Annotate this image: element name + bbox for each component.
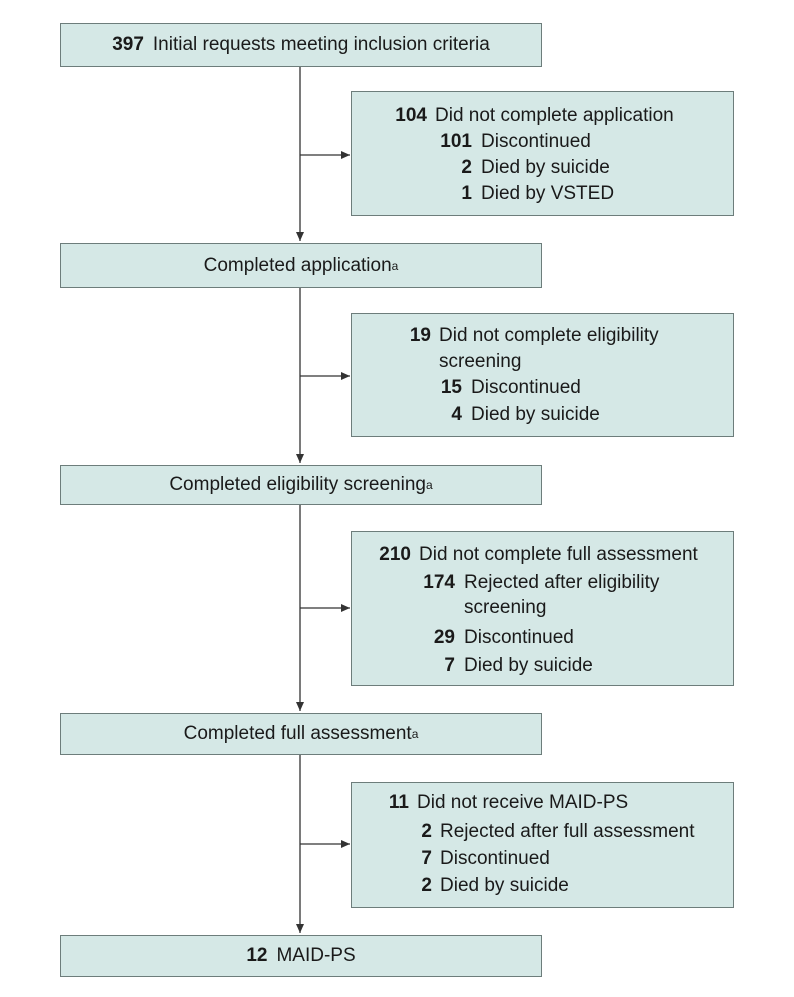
exclusion-box-maid: 11 Did not receive MAID-PS 2 Rejected af…: [351, 782, 734, 908]
exclusion-head-cont: screening: [352, 349, 735, 375]
exclusion-head: 11 Did not receive MAID-PS: [352, 790, 735, 816]
exclusion-label: Did not receive MAID-PS: [417, 792, 629, 813]
exclusion-item-count: 101: [440, 131, 472, 152]
exclusion-item-label: Rejected after eligibility: [464, 572, 660, 593]
exclusion-item-count: 7: [444, 655, 455, 676]
exclusion-item-label: Died by suicide: [440, 875, 569, 896]
start-box: 397 Initial requests meeting inclusion c…: [60, 23, 542, 67]
exclusion-count: 11: [388, 792, 409, 813]
start-label: Initial requests meeting inclusion crite…: [152, 34, 490, 55]
exclusion-item-count: 4: [451, 404, 462, 425]
exclusion-item: 29 Discontinued: [352, 625, 735, 651]
exclusion-item-label: Died by VSTED: [481, 183, 615, 204]
exclusion-item-count: 2: [421, 875, 432, 896]
exclusion-label: Did not complete eligibility: [439, 325, 659, 346]
exclusion-item-label-cont: screening: [464, 597, 547, 618]
completed-assessment-label: Completed full assessment: [183, 723, 412, 744]
start-count: 397: [112, 34, 144, 55]
exclusion-item-label: Discontinued: [481, 131, 591, 152]
exclusion-label-cont: screening: [439, 351, 522, 372]
exclusion-item: 7 Discontinued: [352, 846, 735, 872]
exclusion-count: 210: [379, 544, 411, 565]
exclusion-item-label: Discontinued: [471, 377, 581, 398]
end-label: MAID-PS: [276, 945, 356, 966]
completed-screening-label: Completed eligibility screening: [169, 474, 426, 495]
exclusion-item: 101 Discontinued: [352, 129, 735, 155]
exclusion-item-count: 1: [461, 183, 472, 204]
exclusion-item-cont: screening: [352, 595, 735, 621]
exclusion-item: 2 Died by suicide: [352, 155, 735, 181]
exclusion-item-count: 15: [440, 377, 462, 398]
exclusion-item-label: Died by suicide: [481, 157, 610, 178]
exclusion-count: 19: [409, 325, 431, 346]
exclusion-label: Did not complete application: [435, 105, 674, 126]
exclusion-item-label: Discontinued: [464, 627, 574, 648]
exclusion-head: 19 Did not complete eligibility: [352, 323, 735, 349]
exclusion-item-count: 2: [461, 157, 472, 178]
exclusion-item: 1 Died by VSTED: [352, 181, 735, 207]
end-count: 12: [246, 945, 268, 966]
exclusion-item: 15 Discontinued: [352, 375, 735, 401]
exclusion-item-label: Rejected after full assessment: [440, 821, 695, 842]
exclusion-item: 7 Died by suicide: [352, 653, 735, 679]
exclusion-item-label: Discontinued: [440, 848, 550, 869]
exclusion-head: 210 Did not complete full assessment: [352, 542, 735, 568]
end-box: 12 MAID-PS: [60, 935, 542, 977]
exclusion-item-count: 7: [421, 848, 432, 869]
exclusion-item-label: Died by suicide: [471, 404, 600, 425]
exclusion-box-application: 104 Did not complete application 101 Dis…: [351, 91, 734, 216]
exclusion-item-count: 29: [433, 627, 455, 648]
exclusion-item: 2 Rejected after full assessment: [352, 819, 735, 845]
exclusion-count: 104: [395, 105, 427, 126]
exclusion-item: 2 Died by suicide: [352, 873, 735, 899]
exclusion-item-count: 174: [423, 572, 455, 593]
exclusion-item-label: Died by suicide: [464, 655, 593, 676]
exclusion-item: 174 Rejected after eligibility: [352, 570, 735, 596]
exclusion-item: 4 Died by suicide: [352, 402, 735, 428]
exclusion-head: 104 Did not complete application: [352, 103, 735, 129]
exclusion-label: Did not complete full assessment: [419, 544, 698, 565]
exclusion-item-count: 2: [421, 821, 432, 842]
completed-application-label: Completed application: [203, 254, 392, 276]
exclusion-box-screening: 19 Did not complete eligibility screenin…: [351, 313, 734, 437]
exclusion-box-assessment: 210 Did not complete full assessment 174…: [351, 531, 734, 686]
